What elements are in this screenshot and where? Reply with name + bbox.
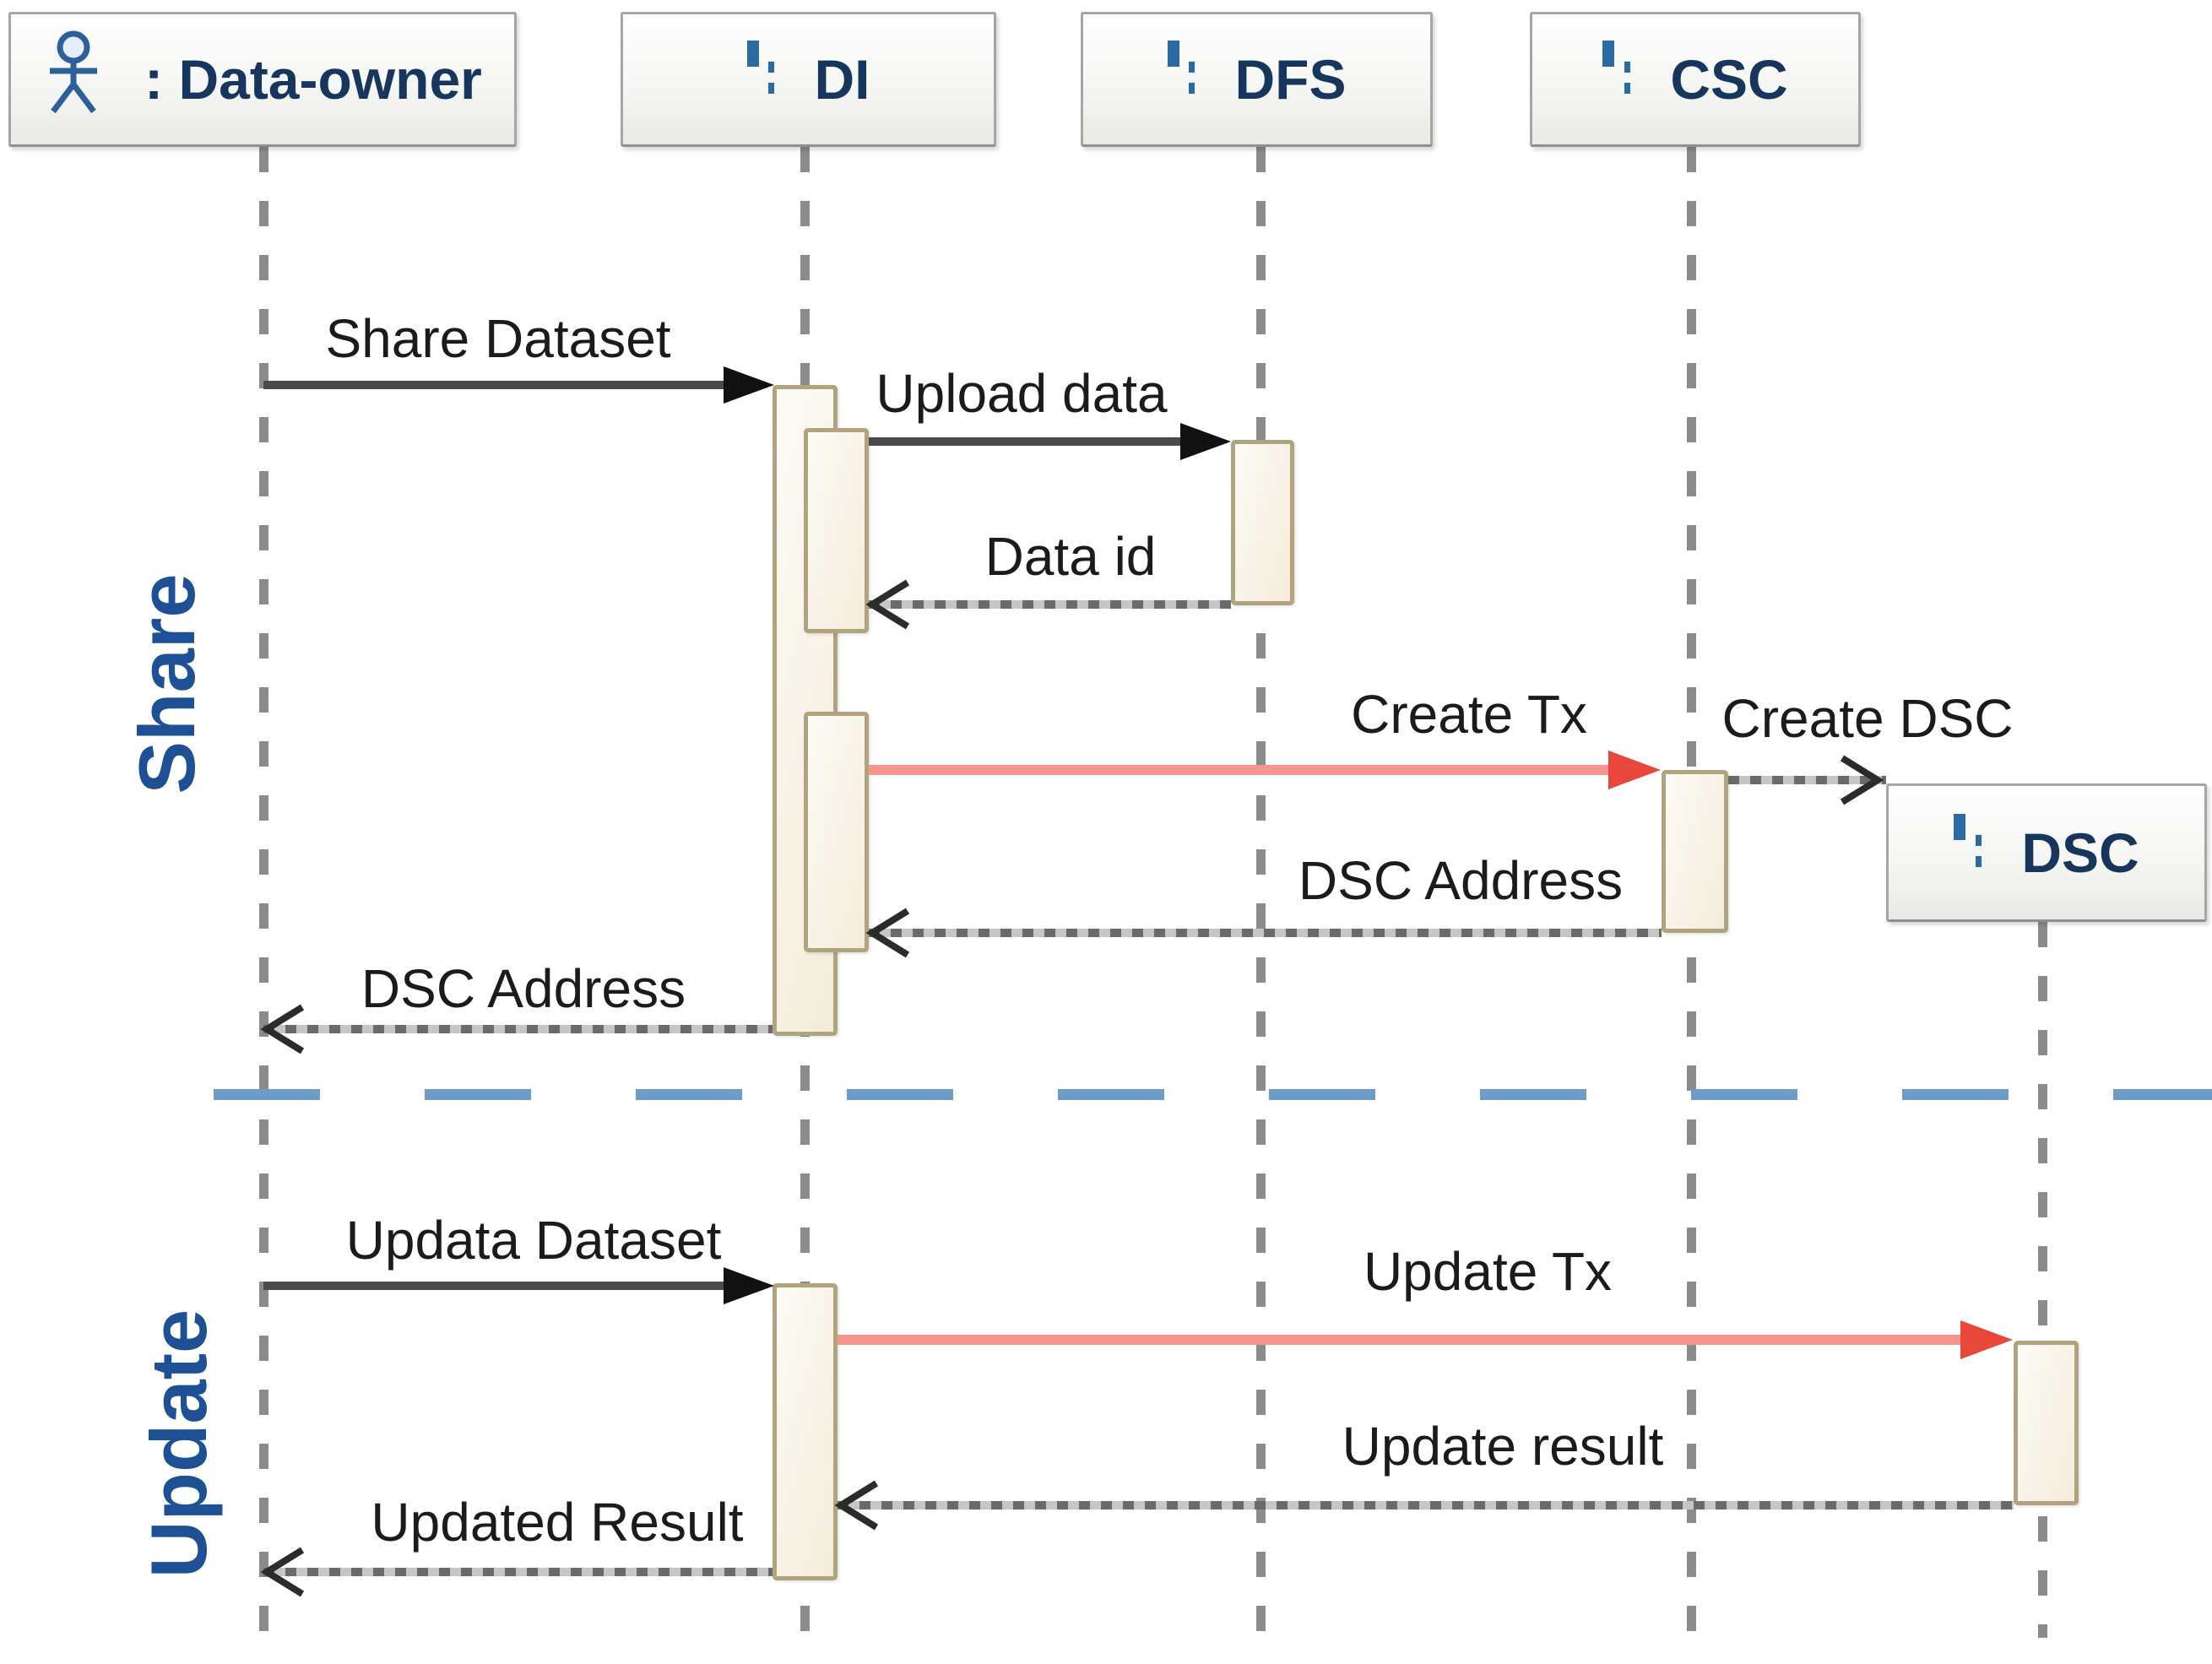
activation-di-nested-create: [804, 712, 869, 952]
arrowhead-updata-dataset: [724, 1267, 774, 1304]
message-line-create-dsc: [1728, 776, 1886, 784]
message-label-dsc-address-csc: DSC Address: [1298, 850, 1624, 911]
section-label-share-text: Share: [122, 573, 211, 794]
message-line-dsc-address-csc: [869, 929, 1662, 937]
participant-data-owner: : Data-owner: [8, 12, 517, 147]
lifeline-data-owner: [259, 147, 268, 1646]
participant-label-dfs: DFS: [1234, 48, 1347, 111]
message-label-create-tx: Create Tx: [1351, 684, 1587, 745]
section-divider: [214, 1089, 2212, 1100]
open-arrowhead-create-dsc: [1840, 755, 1884, 805]
lifeline-boundary-icon: [1954, 814, 2003, 913]
message-label-updata-dataset: Updata Dataset: [345, 1210, 722, 1271]
participant-label-dsc: DSC: [2021, 821, 2139, 884]
message-line-update-result: [838, 1501, 2014, 1510]
arrowhead-create-tx: [1608, 751, 1661, 789]
arrowhead-upload-data: [1180, 423, 1231, 460]
participant-label-di: DI: [814, 48, 870, 111]
message-line-dsc-address-di: [263, 1025, 773, 1033]
arrowhead-share-dataset: [724, 366, 774, 404]
message-line-update-tx: [838, 1335, 1962, 1345]
actor-icon: [50, 30, 98, 114]
message-line-updated-result: [263, 1568, 773, 1576]
participant-csc: CSC: [1530, 12, 1861, 147]
activation-di-update: [773, 1283, 838, 1580]
message-line-data-id: [869, 600, 1231, 609]
message-line-updata-dataset: [263, 1282, 726, 1290]
message-label-create-dsc: Create DSC: [1721, 688, 2014, 749]
message-label-updated-result: Updated Result: [371, 1492, 744, 1553]
message-line-create-tx: [869, 765, 1610, 775]
lifeline-boundary-icon: [746, 41, 796, 139]
open-arrowhead-data-id: [865, 579, 910, 630]
lifeline-boundary-icon: [1167, 41, 1217, 139]
section-label-update-text: Update: [134, 1309, 223, 1579]
message-line-upload-data: [869, 437, 1183, 446]
participant-dfs: DFS: [1081, 12, 1433, 147]
participant-dsc: DSC: [1886, 783, 2207, 922]
message-label-dsc-address-di: DSC Address: [361, 958, 686, 1019]
message-line-share-dataset: [263, 381, 726, 389]
participant-label-csc: CSC: [1670, 48, 1788, 111]
activation-csc: [1662, 770, 1728, 933]
message-label-share-dataset: Share Dataset: [325, 308, 671, 369]
section-label-share: Share: [112, 473, 222, 895]
lifeline-boundary-icon: [1602, 41, 1651, 139]
open-arrowhead-updated-result: [260, 1547, 305, 1597]
open-arrowhead-update-result: [834, 1480, 879, 1531]
message-label-upload-data: Upload data: [876, 363, 1168, 424]
activation-dsc-update: [2014, 1341, 2079, 1505]
open-arrowhead-dsc-address-di: [260, 1004, 305, 1054]
arrowhead-update-tx: [1960, 1320, 2013, 1359]
activation-dfs: [1231, 440, 1294, 605]
message-label-update-tx: Update Tx: [1363, 1241, 1613, 1302]
lifeline-dfs: [1256, 147, 1266, 1646]
message-label-data-id: Data id: [984, 526, 1157, 587]
activation-di-nested-upload: [804, 428, 869, 633]
message-label-update-result: Update result: [1342, 1416, 1664, 1477]
lifeline-dsc: [2038, 922, 2047, 1638]
participant-label-data-owner: : Data-owner: [144, 48, 482, 111]
participant-di: DI: [621, 12, 996, 147]
section-label-update: Update: [124, 1233, 234, 1655]
open-arrowhead-dsc-address-csc: [865, 908, 910, 958]
